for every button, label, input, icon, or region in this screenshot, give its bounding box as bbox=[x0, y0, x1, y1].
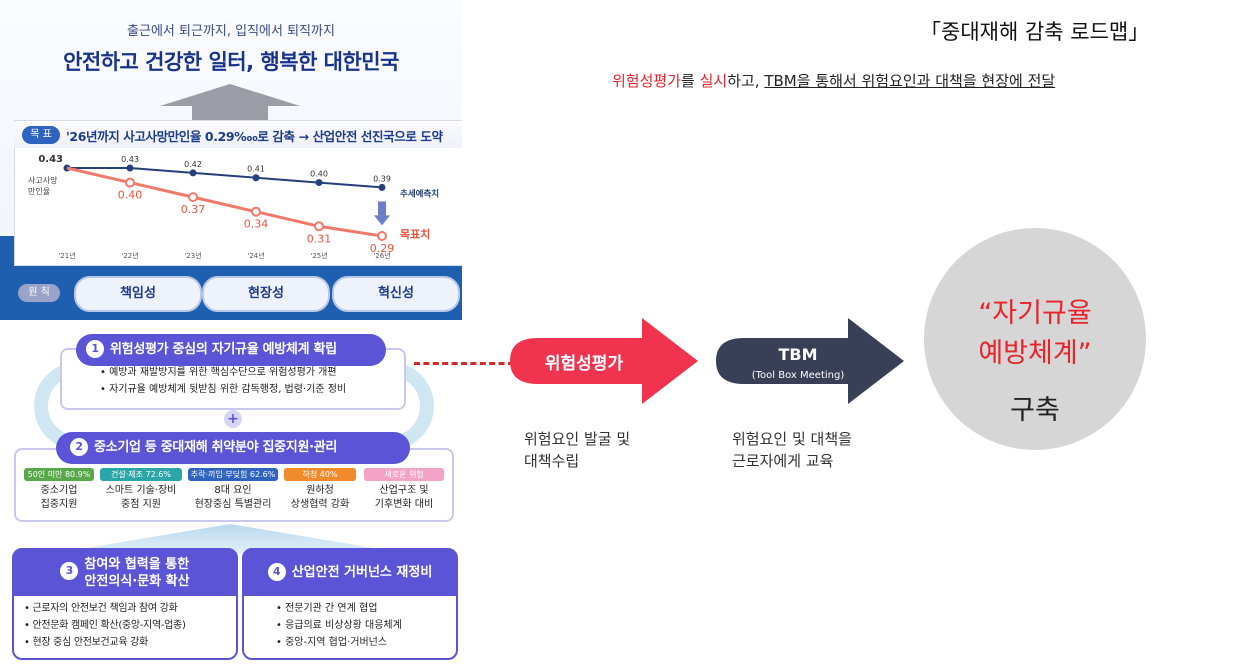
up-arrow-icon bbox=[160, 84, 300, 122]
stat-tag: 50인 미만 80.9% bbox=[24, 468, 94, 481]
section-number: 3 bbox=[60, 562, 79, 580]
connector-arrow-icon bbox=[50, 524, 410, 554]
vision-subtitle: 출근에서 퇴근까지, 입직에서 퇴직까지 bbox=[127, 24, 335, 39]
series-line bbox=[66, 166, 383, 238]
section-title: 산업안전 거버넌스 재정비 bbox=[291, 565, 433, 580]
principle-pill: 혁신성 bbox=[332, 276, 460, 312]
arrow1-label: 위험성평가 bbox=[545, 353, 624, 374]
mortality-rate-chart: 사고사망만인율 '21년 '22년 '23년 '24년 '25년 '26년 0.43 0.43 0… bbox=[28, 154, 439, 260]
plus-icon: + bbox=[224, 410, 242, 428]
data-label: 0.34 bbox=[244, 218, 269, 231]
down-arrow-icon bbox=[378, 201, 386, 216]
stat-tag: 건설·제조 72.6% bbox=[100, 468, 182, 481]
x-tick-label: '26년 bbox=[373, 251, 390, 260]
data-point bbox=[125, 177, 135, 188]
stat-tag: 하청 40% bbox=[284, 468, 356, 481]
y-axis-label: 만인율 bbox=[28, 186, 50, 196]
data-label: 0.42 bbox=[184, 160, 202, 169]
down-arrow-icon bbox=[374, 215, 390, 226]
section-number: 4 bbox=[267, 563, 286, 581]
bullet-text: • 자기규율 예방체계 뒷받침 위한 감독행정, 법령·기준 정비 bbox=[100, 384, 347, 395]
data-label: 0.37 bbox=[181, 203, 206, 216]
data-point bbox=[314, 221, 324, 232]
principle-pill: 현장성 bbox=[202, 276, 330, 312]
section4-card: 4 산업안전 거버넌스 재정비 • 전문기관 간 연계 협업 • 응급의료 비상상… bbox=[242, 548, 458, 660]
data-label: 0.41 bbox=[247, 165, 265, 174]
data-label: 0.40 bbox=[310, 170, 328, 179]
bullet-text: • 안전문화 캠페인 확산(중앙-지역-업종) bbox=[24, 620, 186, 631]
data-point bbox=[378, 183, 386, 191]
bullet-text: • 예방과 재발방지를 위한 핵심수단으로 위험성평가 개편 bbox=[100, 367, 337, 378]
x-tick-label: '21년 bbox=[58, 251, 75, 260]
bullet-text: • 근로자의 안전보건 책임과 참여 강화 bbox=[24, 603, 178, 614]
arrow2-label: TBM bbox=[778, 345, 817, 364]
circle-text-line1: “자기규율 bbox=[978, 298, 1092, 329]
data-point bbox=[189, 169, 197, 177]
goal-circle bbox=[924, 228, 1146, 450]
risk-assessment-arrow: 위험성평가 bbox=[510, 318, 698, 404]
section-number: 2 bbox=[70, 438, 88, 456]
data-point bbox=[188, 192, 198, 203]
data-point bbox=[252, 174, 260, 182]
legend-label: 추세예측치 bbox=[400, 188, 439, 199]
arrow2-sublabel: (Tool Box Meeting) bbox=[752, 370, 845, 381]
x-tick-label: '22년 bbox=[121, 251, 138, 260]
roadmap-infographic: 출근에서 퇴근까지, 입직에서 퇴직까지 안전하고 건강한 일터, 행복한 대한… bbox=[0, 0, 462, 668]
bullet-text: • 현장 중심 안전보건교육 강화 bbox=[24, 637, 148, 648]
data-point bbox=[126, 164, 134, 172]
goal-badge: 목 표 bbox=[22, 126, 60, 144]
x-tick-label: '23년 bbox=[184, 251, 201, 260]
section-title: 위험성평가 중심의 자기규율 예방체계 확립 bbox=[110, 342, 337, 357]
data-point bbox=[251, 206, 261, 217]
bullet-text: • 중앙-지역 협업·거버넌스 bbox=[276, 637, 388, 648]
principles-label: 원 칙 bbox=[18, 284, 60, 302]
stat-tag: 추락·끼임·부딪힘 62.6% bbox=[188, 468, 278, 481]
x-tick-label: '24년 bbox=[247, 251, 264, 260]
section-title: 참여와 협력을 통한 bbox=[84, 557, 190, 572]
section2-header: 2 중소기업 등 중대재해 취약분야 집중지원·관리 bbox=[56, 432, 410, 464]
circle-text-line3: 구축 bbox=[1010, 395, 1060, 426]
data-label: 0.29 bbox=[370, 242, 395, 255]
data-label: 0.43 bbox=[121, 155, 139, 164]
data-label: 0.31 bbox=[307, 232, 332, 245]
x-tick-label: '25년 bbox=[310, 251, 327, 260]
data-label: 0.40 bbox=[118, 189, 143, 202]
goal-bar bbox=[14, 122, 462, 148]
section-number: 1 bbox=[86, 340, 104, 358]
section4-header: 4 산업안전 거버넌스 재정비 bbox=[244, 550, 456, 596]
tbm-arrow: TBM (Tool Box Meeting) bbox=[716, 318, 904, 404]
y-axis-label: 사고사망 bbox=[28, 175, 58, 185]
goal-text: '26년까지 사고사망만인율 0.29‱로 감축 → 산업안전 선진국으로 도약 bbox=[66, 129, 443, 144]
dashed-connector bbox=[414, 362, 514, 365]
roadmap-subtitle: 위험성평가를 실시하고, TBM을 통해서 위험요인과 대책을 현장에 전달 bbox=[612, 72, 1056, 90]
data-point bbox=[315, 179, 323, 187]
section1-header: 1 위험성평가 중심의 자기규율 예방체계 확립 bbox=[76, 334, 386, 366]
vision-headline: 안전하고 건강한 일터, 행복한 대한민국 bbox=[63, 50, 399, 74]
stat-tag: 새로운 위험 bbox=[364, 468, 444, 481]
section-title: 안전의식·문화 확산 bbox=[84, 574, 190, 589]
bullet-text: • 전문기관 간 연계 협업 bbox=[276, 603, 378, 614]
data-label: 0.43 bbox=[38, 154, 63, 165]
legend-label: 목표치 bbox=[400, 227, 430, 241]
data-label: 0.39 bbox=[373, 174, 391, 183]
bullet-text: • 응급의료 비상상황 대응체계 bbox=[276, 620, 402, 631]
section-title: 중소기업 등 중대재해 취약분야 집중지원·관리 bbox=[94, 440, 338, 455]
roadmap-title: 「중대재해 감축 로드맵」 bbox=[920, 20, 1150, 44]
circle-text-line2: 예방체계” bbox=[978, 338, 1092, 369]
principle-pill: 책임성 bbox=[74, 276, 202, 312]
data-point bbox=[377, 231, 387, 241]
series-line bbox=[67, 167, 383, 189]
